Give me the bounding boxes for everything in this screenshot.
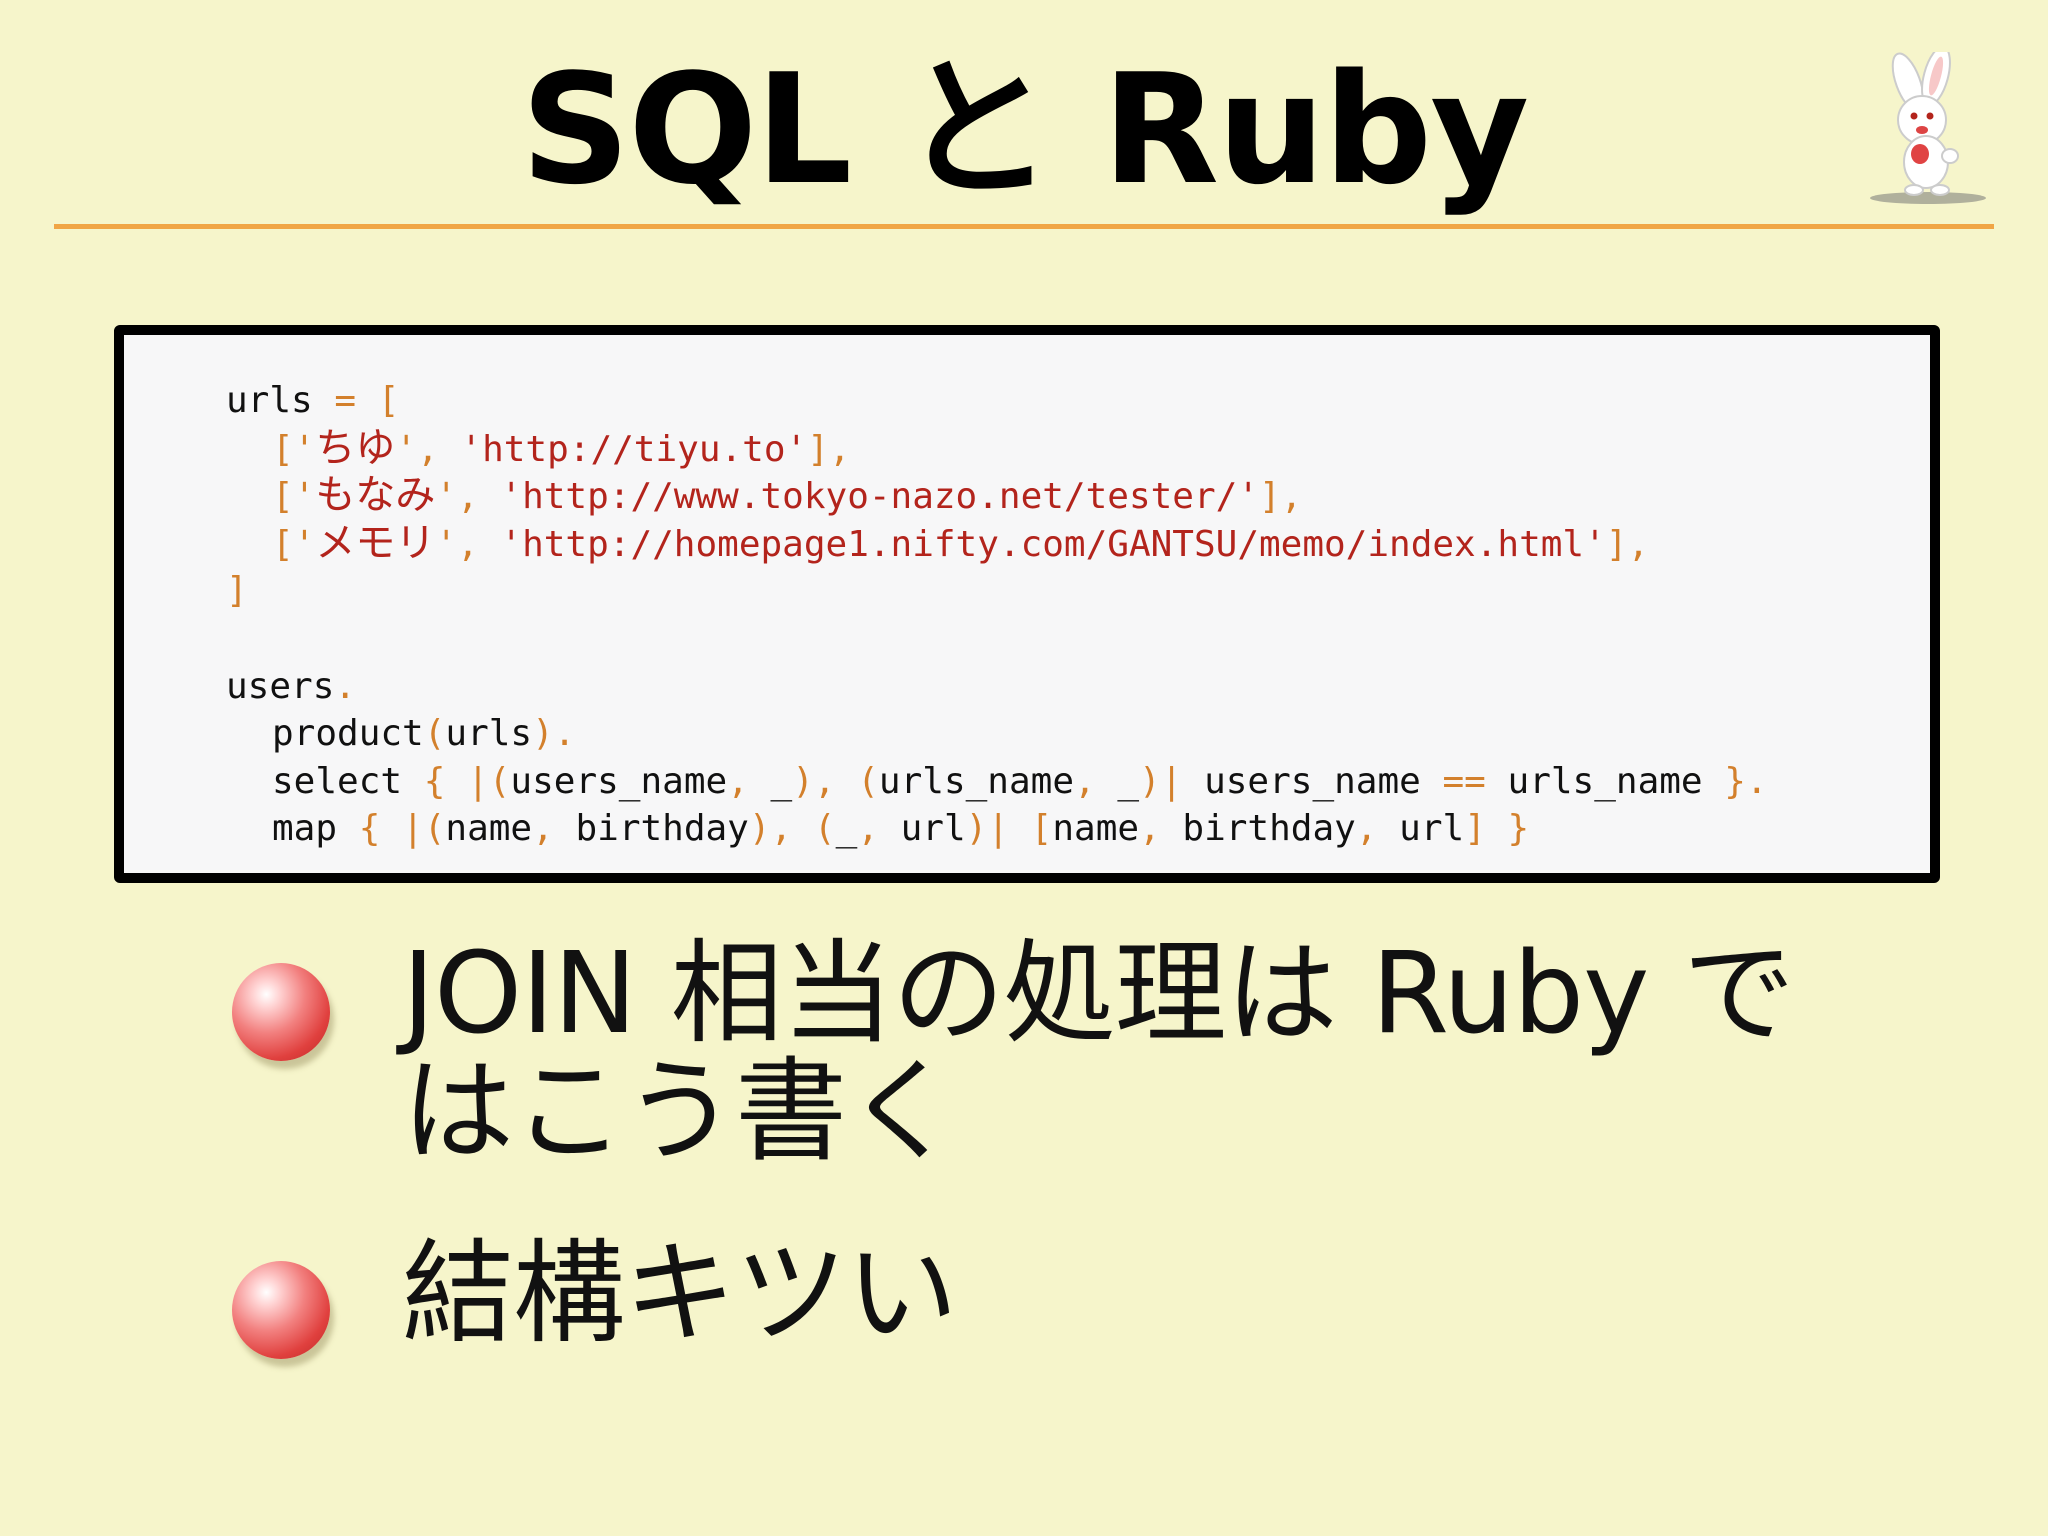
code-token: ] (226, 570, 248, 612)
code-token: 'http://tiyu.to' (460, 428, 808, 470)
code-token: )| [ (965, 808, 1053, 850)
code-token: }. (1724, 760, 1768, 802)
code-token: , (727, 760, 771, 802)
code-token: ), ( (792, 760, 879, 802)
code-token: = (334, 380, 357, 421)
code-token: , (457, 476, 501, 518)
code-token: product (272, 713, 424, 755)
code-token: ], (1605, 523, 1650, 565)
code-token: urls (226, 380, 335, 421)
code-line: ['ちゆ', 'http://tiyu.to'], (226, 425, 1930, 473)
code-line: ['メモリ', 'http://homepage1.nifty.com/GANT… (226, 520, 1930, 568)
code-token: [' (272, 523, 316, 565)
bullet-text: 結構キツい (402, 1235, 1962, 1353)
code-token: _ (835, 808, 858, 850)
code-token: users (226, 665, 335, 707)
code-token: ] } (1464, 808, 1530, 850)
code-token: == (1442, 760, 1486, 802)
code-token: ' (395, 428, 418, 470)
code-token: , (417, 428, 461, 470)
code-token: , (532, 808, 576, 850)
code-line: urls = [ (226, 377, 1930, 425)
code-token: urls (445, 713, 533, 755)
code-token: birthday (1182, 808, 1356, 850)
code-token: , (1139, 808, 1183, 850)
code-token: users_name (1204, 760, 1443, 802)
code-token: ' (435, 523, 458, 565)
code-token (356, 380, 378, 421)
code-block: urls = [['ちゆ', 'http://tiyu.to'],['もなみ',… (114, 325, 1940, 883)
code-token: , (1355, 808, 1400, 850)
slide-title: SQL と Ruby (520, 41, 1530, 218)
code-token: [' (272, 428, 316, 470)
code-token: _ (770, 760, 793, 802)
code-token: url (900, 808, 966, 850)
code-token: , (857, 808, 901, 850)
code-token: ], (807, 428, 851, 470)
code-token: urls_name (878, 760, 1074, 802)
bullet-text: JOIN 相当の処理は Ruby で はこう書く (402, 935, 1962, 1171)
code-token: ], (1259, 476, 1303, 518)
code-line: map { |(name, birthday), (_, url)| [name… (226, 805, 1930, 853)
code-line: users. (226, 663, 1930, 711)
bullet-line: はこう書く (402, 1047, 958, 1177)
code-token: ' (435, 476, 458, 518)
code-token: _ (1117, 760, 1140, 802)
code-token: 'http://homepage1.nifty.com/GANTSU/memo/… (500, 523, 1606, 565)
code-token: 'http://www.tokyo-nazo.net/tester/' (500, 476, 1259, 518)
red-ball-bullet-icon (232, 963, 330, 1061)
code-token: ), ( (748, 808, 836, 850)
code-token: . (334, 665, 357, 707)
code-token: ( (423, 713, 446, 755)
code-token: [' (272, 476, 316, 518)
red-ball-bullet-icon (232, 1261, 330, 1359)
code-token: [ (377, 380, 400, 421)
code-line: product(urls). (226, 710, 1930, 758)
code-token: )| (1139, 760, 1205, 802)
title-underline (54, 224, 1994, 229)
code-token: birthday (575, 808, 749, 850)
code-token: select (272, 760, 424, 802)
bullet-line: 結構キツい (402, 1229, 958, 1359)
code-token: urls_name (1485, 760, 1725, 802)
code-token: メモリ (315, 519, 436, 566)
code-token: users_name (510, 760, 728, 802)
bullet-line: JOIN 相当の処理は Ruby で (402, 929, 1795, 1059)
code-token: map (272, 808, 359, 850)
code-token: , (1074, 760, 1118, 802)
code-token: , (457, 523, 501, 565)
code-line: ] (226, 567, 1930, 615)
code-token: url (1399, 808, 1465, 850)
code-token: ちゆ (315, 424, 396, 471)
code-token: もなみ (315, 472, 436, 519)
code-line: ['もなみ', 'http://www.tokyo-nazo.net/teste… (226, 472, 1930, 520)
code-token: name (1052, 808, 1140, 850)
code-token: { |( (358, 808, 446, 850)
code-token: { |( (423, 760, 511, 802)
code-line: select { |(users_name, _), (urls_name, _… (226, 758, 1930, 806)
code-token: name (445, 808, 533, 850)
rabbit-mascot-icon (1870, 52, 1986, 204)
code-token: ). (532, 713, 576, 755)
code-line (226, 615, 1930, 663)
